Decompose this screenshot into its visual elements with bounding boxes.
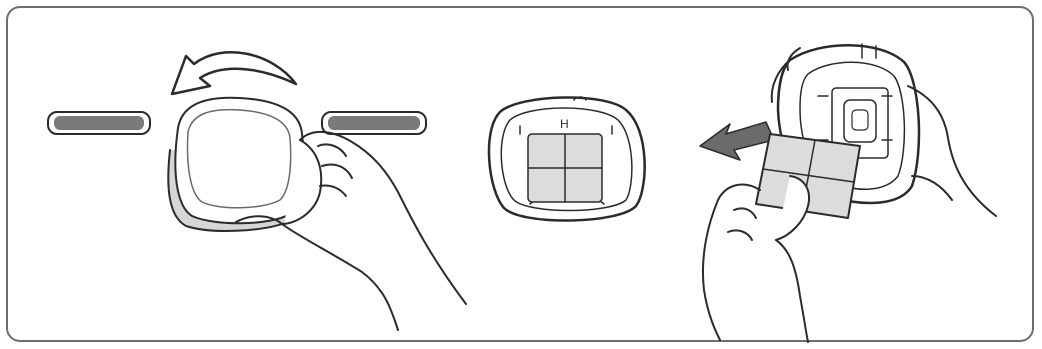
panel-filter-in-housing: H bbox=[489, 97, 645, 221]
device-cover bbox=[175, 98, 303, 224]
panel-pull-out-filter bbox=[700, 44, 996, 342]
rotate-arrow-icon bbox=[172, 52, 296, 94]
svg-text:H: H bbox=[560, 117, 569, 131]
pull-direction-arrow-icon bbox=[700, 122, 774, 160]
left-slot bbox=[48, 112, 150, 134]
panel-twist-off-cover bbox=[48, 52, 466, 330]
filter-pad bbox=[528, 134, 602, 202]
right-slot bbox=[322, 112, 426, 134]
